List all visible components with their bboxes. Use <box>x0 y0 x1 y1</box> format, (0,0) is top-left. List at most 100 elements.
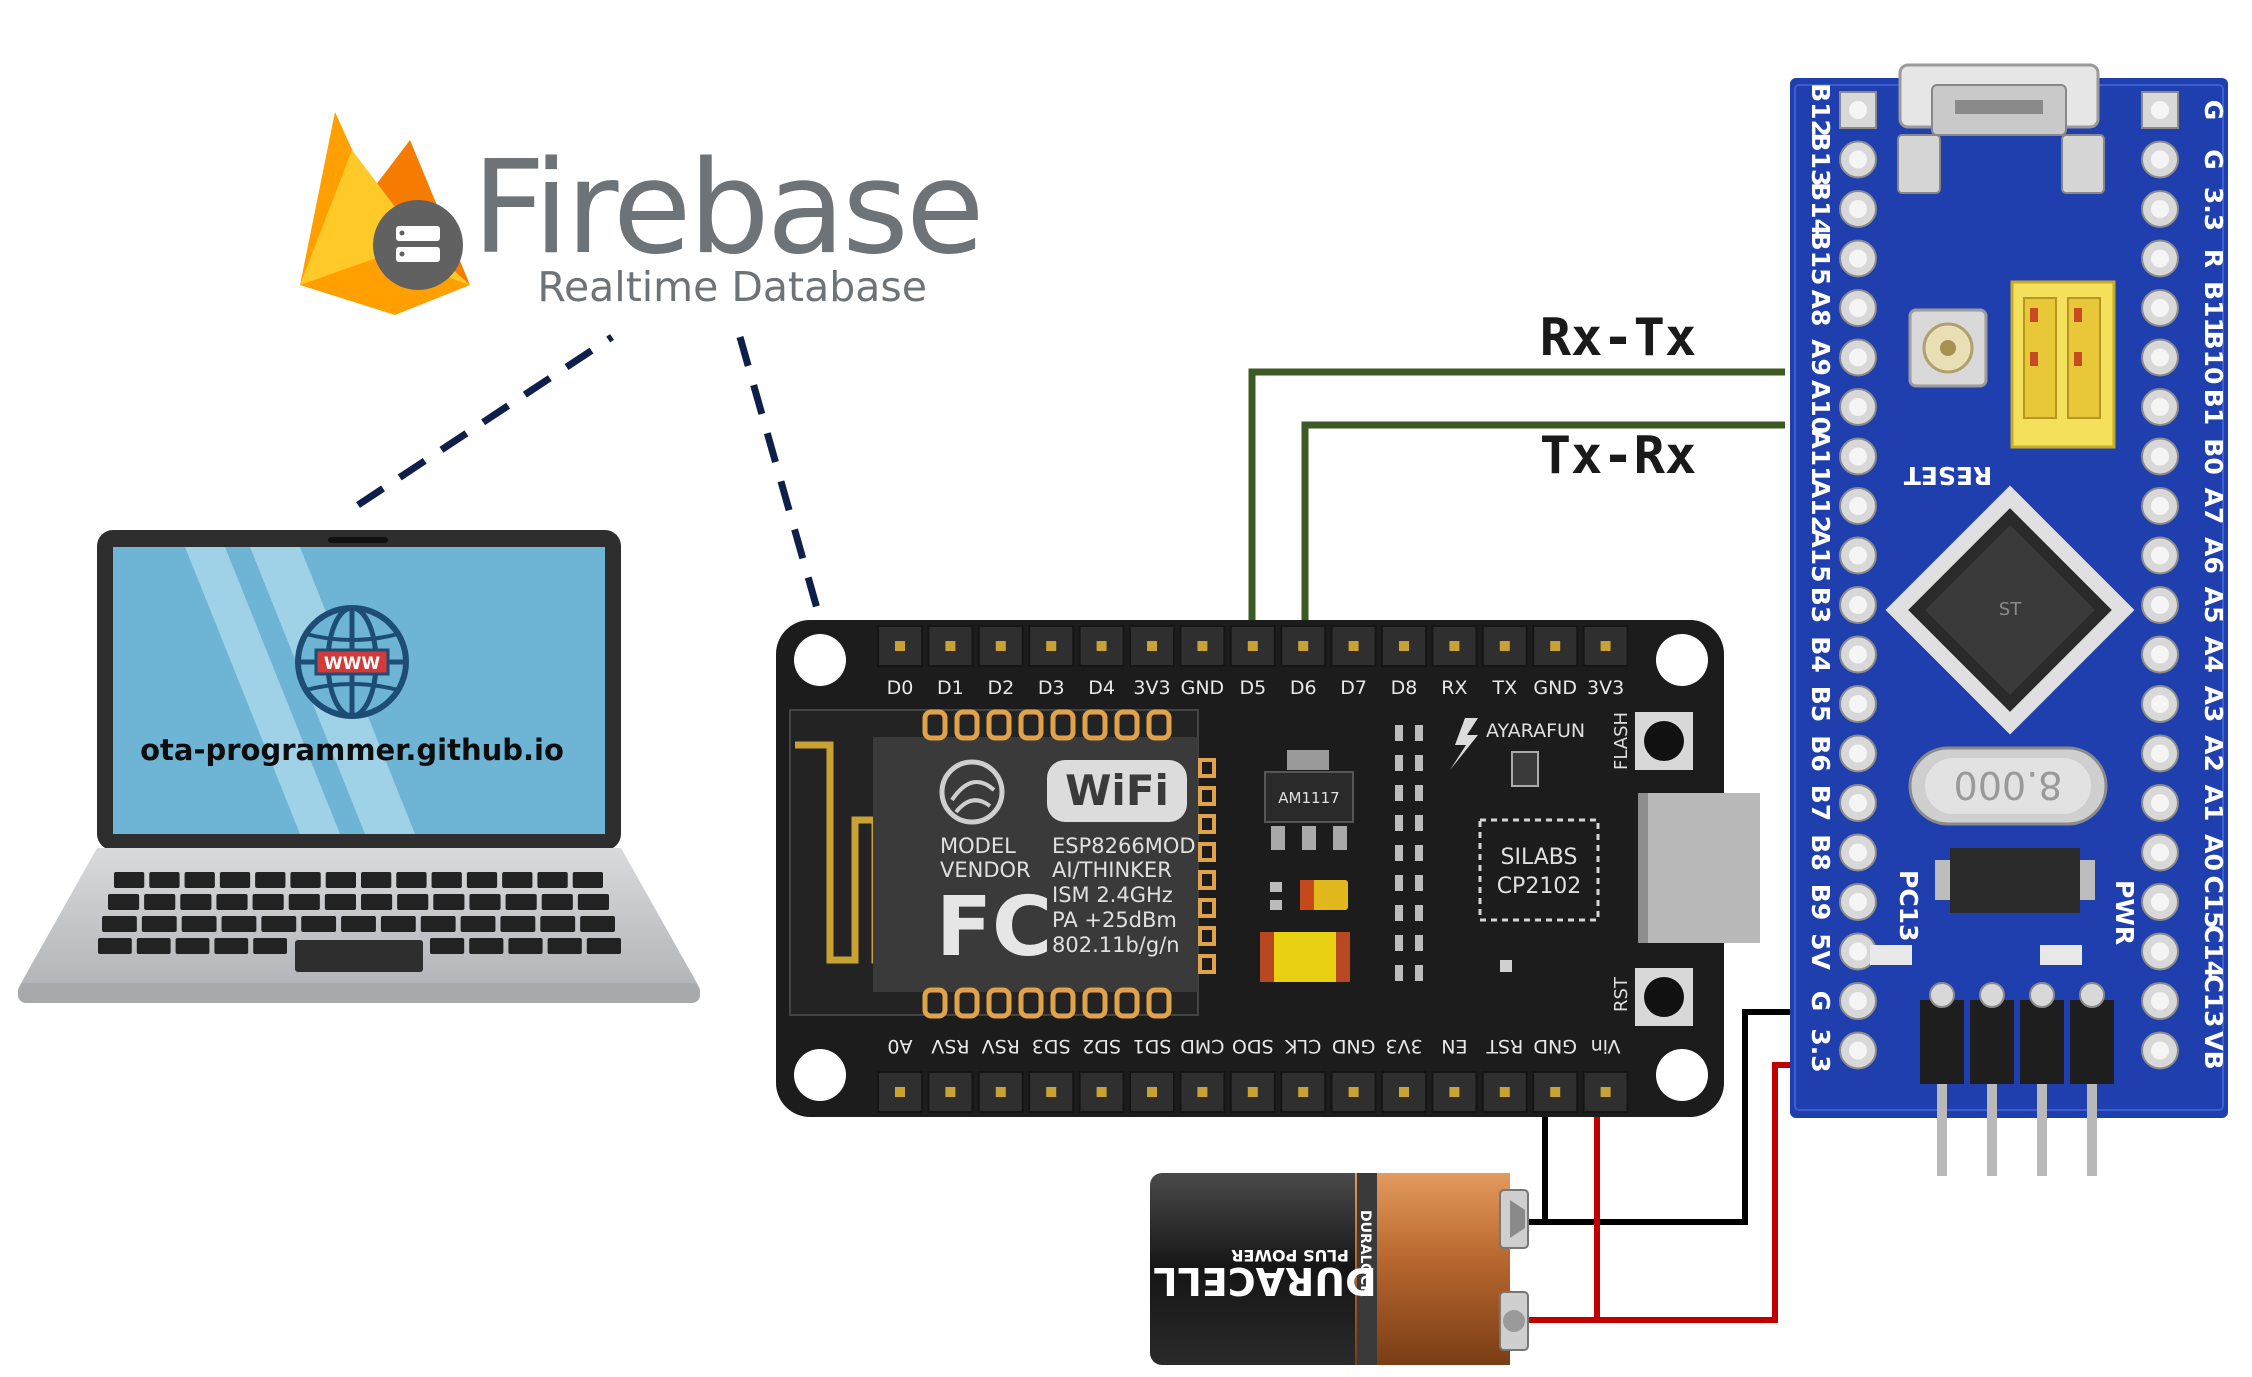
header-hole <box>1849 497 1867 515</box>
header-hole <box>2151 101 2169 119</box>
header-hole <box>2151 398 2169 416</box>
keyboard-key <box>547 938 582 954</box>
castellation-pad <box>1018 709 1044 741</box>
stm-right-header <box>2141 91 2179 1070</box>
pin-label: A3 <box>2199 686 2228 723</box>
smd-pad <box>1415 935 1423 951</box>
pin-label: G <box>2199 149 2228 170</box>
pin-label: D6 <box>1290 677 1317 699</box>
pin-label: SD1 <box>1133 1035 1172 1057</box>
battery-side-text: DURALOCK <box>1357 1210 1373 1297</box>
keyboard-key <box>586 938 621 954</box>
header-pin-pad <box>1096 641 1107 651</box>
castellation-pad <box>922 987 948 1019</box>
esp-top-header <box>877 625 1629 667</box>
pin-label: SD3 <box>1032 1035 1071 1057</box>
pin-label: GND <box>1533 1035 1577 1057</box>
swd-pad <box>1979 982 2005 1008</box>
keyboard-key <box>180 894 212 910</box>
header-hole <box>2151 942 2169 961</box>
reset-label: RESET <box>1904 461 1992 490</box>
crystal-label: 8.000 <box>1954 763 2063 807</box>
crystal-oscillator: 8.000 <box>1908 746 2108 826</box>
pin-label: B15 <box>1806 232 1835 286</box>
pin-label: 3.3 <box>1806 1028 1835 1072</box>
header-hole <box>1849 942 1867 961</box>
header-hole <box>2151 447 2169 466</box>
header-hole <box>2151 596 2169 614</box>
castellation-pad <box>1114 709 1140 741</box>
pin-label: A2 <box>2199 735 2228 772</box>
pin-label: RSV <box>982 1035 1020 1057</box>
pin-label: B1 <box>2199 389 2228 425</box>
smd-pad <box>1415 785 1423 801</box>
module-castellations <box>922 709 1216 1019</box>
pin-label: CMD <box>1180 1035 1224 1057</box>
pin-label: A10 <box>1806 380 1835 434</box>
pin-label: D5 <box>1239 677 1266 699</box>
header-pin <box>877 1071 923 1113</box>
flash-button-label: FLASH <box>1611 712 1632 770</box>
castellation-pad <box>1198 954 1216 974</box>
header-pin-pad <box>1600 641 1611 651</box>
header-pin-pad <box>1449 641 1460 651</box>
keyboard-key <box>572 872 603 888</box>
stm-usb-connector <box>1897 63 2105 194</box>
dashed-link-laptop <box>356 334 614 508</box>
model-label: MODEL <box>940 834 1016 858</box>
keyboard-key <box>98 938 132 954</box>
pin-label: B14 <box>1806 182 1835 236</box>
label-tx-rx: Tx-Rx <box>1540 426 1697 486</box>
keyboard-key <box>540 916 576 932</box>
keyboard-key <box>433 894 465 910</box>
keyboard-key <box>252 894 284 910</box>
spec-line: PA +25dBm <box>1052 908 1177 932</box>
swd-pin-housing <box>1920 1000 1964 1084</box>
pin-label: A11 <box>1806 429 1835 483</box>
keyboard-key <box>144 894 176 910</box>
header-pin-pad <box>945 641 956 651</box>
keyboard-key <box>396 872 427 888</box>
keyboard-key <box>324 894 356 910</box>
flash-button[interactable] <box>1635 712 1693 770</box>
wire-tx-rx <box>1301 421 1785 620</box>
header-hole <box>1849 893 1867 911</box>
header-pin-pad <box>1096 1087 1107 1097</box>
header-hole <box>1849 101 1867 119</box>
pin-label: A0 <box>2199 834 2228 871</box>
pin-label: TX <box>1491 677 1517 699</box>
pin-label: B4 <box>1806 636 1835 672</box>
header-hole <box>2151 645 2169 664</box>
regulator-label: AM1117 <box>1278 789 1339 807</box>
keyboard-key <box>141 916 177 932</box>
pin-label: B7 <box>1806 785 1835 821</box>
rst-button[interactable] <box>1635 968 1693 1026</box>
keyboard-key <box>537 872 568 888</box>
pin-label: A5 <box>2199 587 2228 624</box>
header-pin <box>1028 1071 1075 1113</box>
keyboard-key <box>580 916 615 932</box>
header-hole <box>2151 893 2169 911</box>
smd-pad <box>1395 725 1403 741</box>
lightning-icon <box>1450 718 1478 770</box>
header-hole <box>2151 1041 2169 1060</box>
svg-text:ST: ST <box>1999 599 2022 620</box>
swd-pin-housing <box>2020 1000 2064 1084</box>
header-hole <box>1849 1041 1867 1060</box>
header-hole <box>1849 546 1867 565</box>
esp-mount-hole <box>1656 1049 1708 1101</box>
castellation-pad <box>1198 786 1216 806</box>
swd-pad <box>2079 982 2105 1008</box>
uart-wires <box>1248 368 1785 620</box>
keyboard-key <box>114 872 145 888</box>
header-pin-pad <box>1449 1087 1460 1097</box>
keyboard-key <box>341 916 376 932</box>
stm-reset-button[interactable] <box>1908 308 1988 388</box>
header-pin-pad <box>1046 1087 1057 1097</box>
castellation-pad <box>1050 709 1076 741</box>
pin-label: D7 <box>1340 677 1367 699</box>
header-pin-pad <box>1298 641 1309 651</box>
pin-label: C13 <box>2199 974 2228 1027</box>
